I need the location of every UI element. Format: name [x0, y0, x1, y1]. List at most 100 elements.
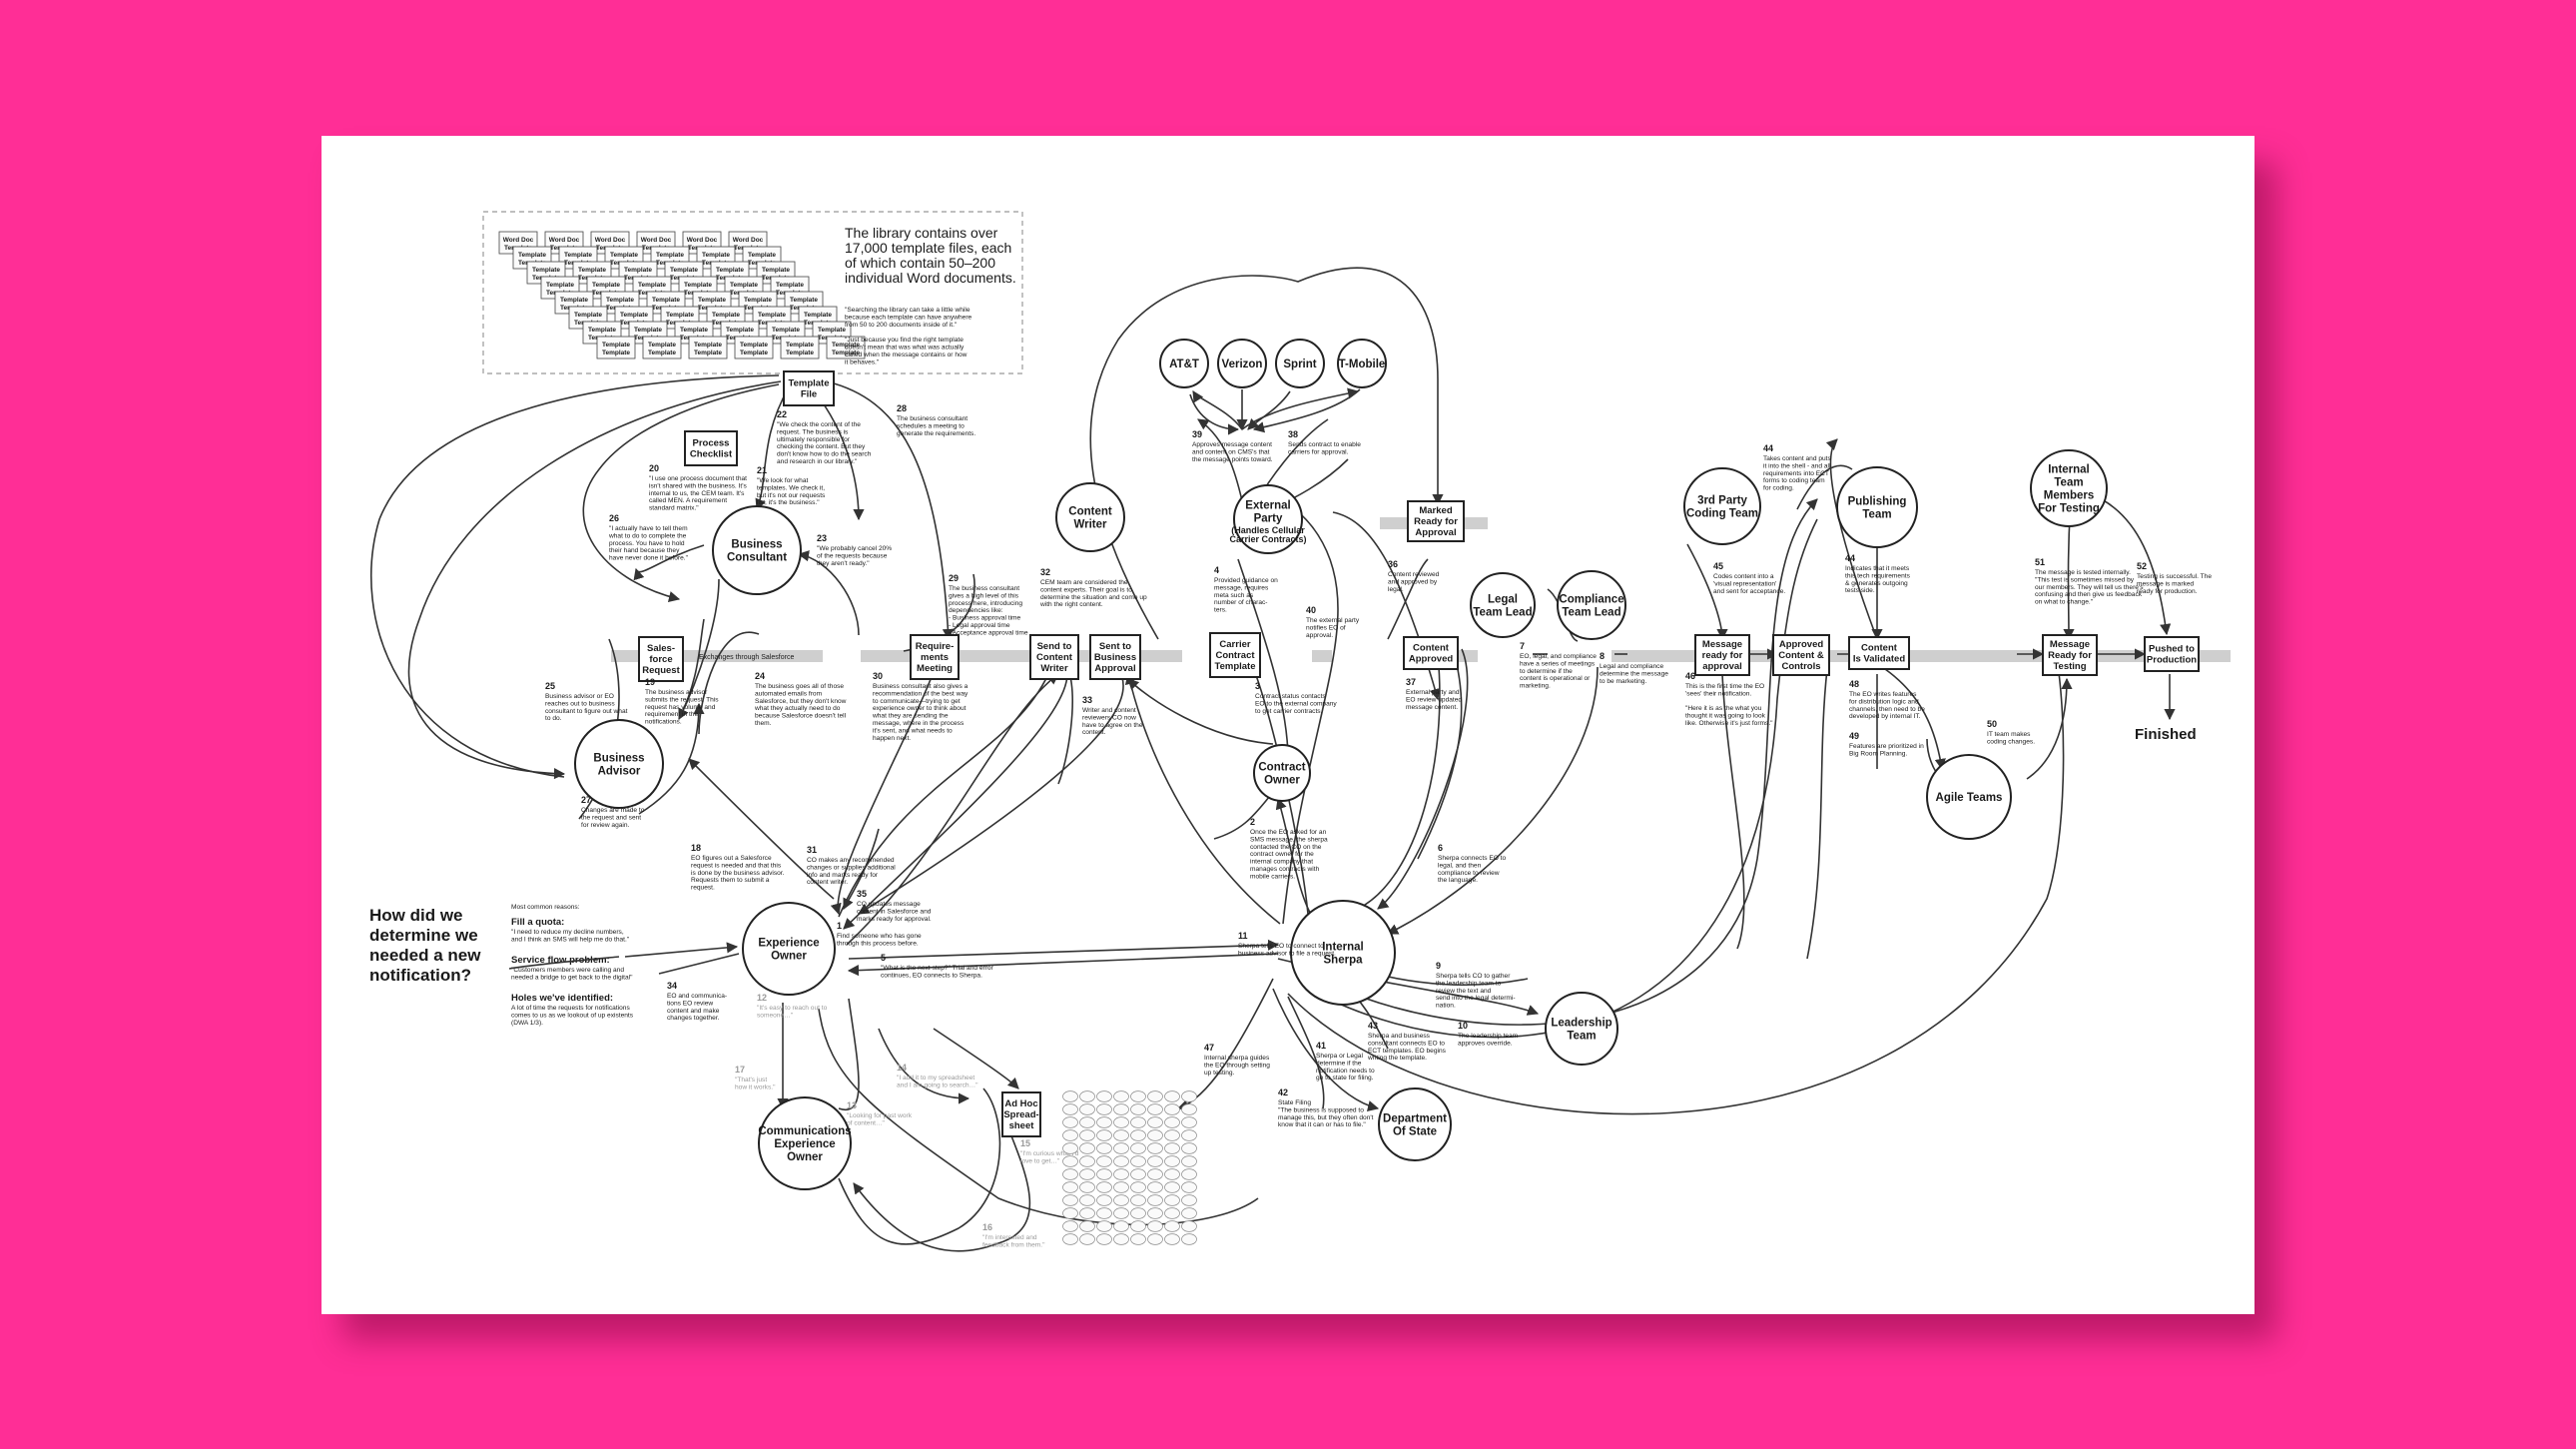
- connector: [638, 702, 705, 815]
- connector: [826, 380, 955, 641]
- spreadsheet-cell: [1096, 1233, 1112, 1245]
- connector: [878, 1028, 970, 1104]
- step-text: reaches out to business: [545, 700, 615, 707]
- step-text: Testing is successful. The: [2137, 573, 2212, 580]
- step-text: go to state for filing.: [1316, 1075, 1374, 1082]
- reason-text: and I think an SMS will help me do that.…: [511, 936, 630, 943]
- box-label: Approved: [1409, 654, 1454, 665]
- step-text: message is marked: [2137, 580, 2195, 587]
- step-text: requirement in the: [645, 711, 698, 718]
- sprint-carrier-node[interactable]: Sprint: [1275, 339, 1325, 388]
- box-label: Sales-: [647, 643, 675, 654]
- step-text: for distribution logic and: [1849, 698, 1919, 705]
- step-number: 40: [1306, 605, 1316, 615]
- step-text: contacted the CO on the: [1250, 844, 1322, 851]
- agile-teams-node[interactable]: Agile Teams: [1926, 754, 2012, 840]
- step-text: mobile carriers.: [1250, 873, 1295, 880]
- step-number: 34: [667, 981, 677, 991]
- step-text: legal.: [1388, 586, 1404, 593]
- reasons-heading: Most common reasons:: [511, 904, 580, 911]
- box-label: Spread-: [1003, 1109, 1038, 1120]
- step-text: of the requests because: [817, 552, 888, 559]
- step-text: them.: [755, 720, 772, 727]
- step-text: and I am going to search…": [897, 1082, 978, 1088]
- att-carrier-node[interactable]: AT&T: [1159, 339, 1209, 388]
- step-number: 30: [873, 671, 883, 681]
- step-number: 51: [2035, 557, 2045, 567]
- reason-text: comes to us as we lookout of up existent…: [511, 1012, 634, 1019]
- verizon-carrier-node[interactable]: Verizon: [1217, 339, 1267, 388]
- connector: [1327, 518, 1818, 1039]
- step-text: The business consultant: [949, 585, 1019, 592]
- spreadsheet-cell: [1062, 1220, 1078, 1232]
- spreadsheet-cell: [1062, 1233, 1078, 1245]
- node-label: Agile Teams: [1936, 792, 2003, 804]
- tile-label: Template: [694, 350, 722, 357]
- step-text: The leadership team: [1458, 1033, 1519, 1040]
- library-note: called when the message contains or how: [845, 352, 967, 359]
- box-label: Content: [1413, 643, 1450, 654]
- tile-label: Word Doc: [503, 237, 534, 244]
- step-text: confusing and then give us feedback: [2035, 591, 2143, 598]
- box-label: Template: [788, 378, 829, 389]
- library-note: from 50 to 200 documents inside of it.": [845, 322, 958, 329]
- tile-label: Template: [602, 342, 630, 349]
- box-label: Production: [2147, 655, 2197, 666]
- tile-label: Template: [610, 252, 638, 259]
- tmobile-carrier-node[interactable]: T-Mobile: [1337, 339, 1387, 388]
- connector: [370, 374, 780, 778]
- tile-label: Template: [620, 312, 648, 319]
- step-text: Sherpa tells EO to connect to: [1238, 943, 1324, 950]
- step-text: standard matrix.": [649, 505, 699, 512]
- spreadsheet-cell: [1147, 1207, 1163, 1219]
- step-number: 47: [1204, 1043, 1214, 1053]
- connector: [843, 828, 880, 911]
- step-text: thought it was going to look: [1685, 713, 1766, 720]
- step-number: 32: [1040, 567, 1050, 577]
- step-number: 6: [1438, 843, 1443, 853]
